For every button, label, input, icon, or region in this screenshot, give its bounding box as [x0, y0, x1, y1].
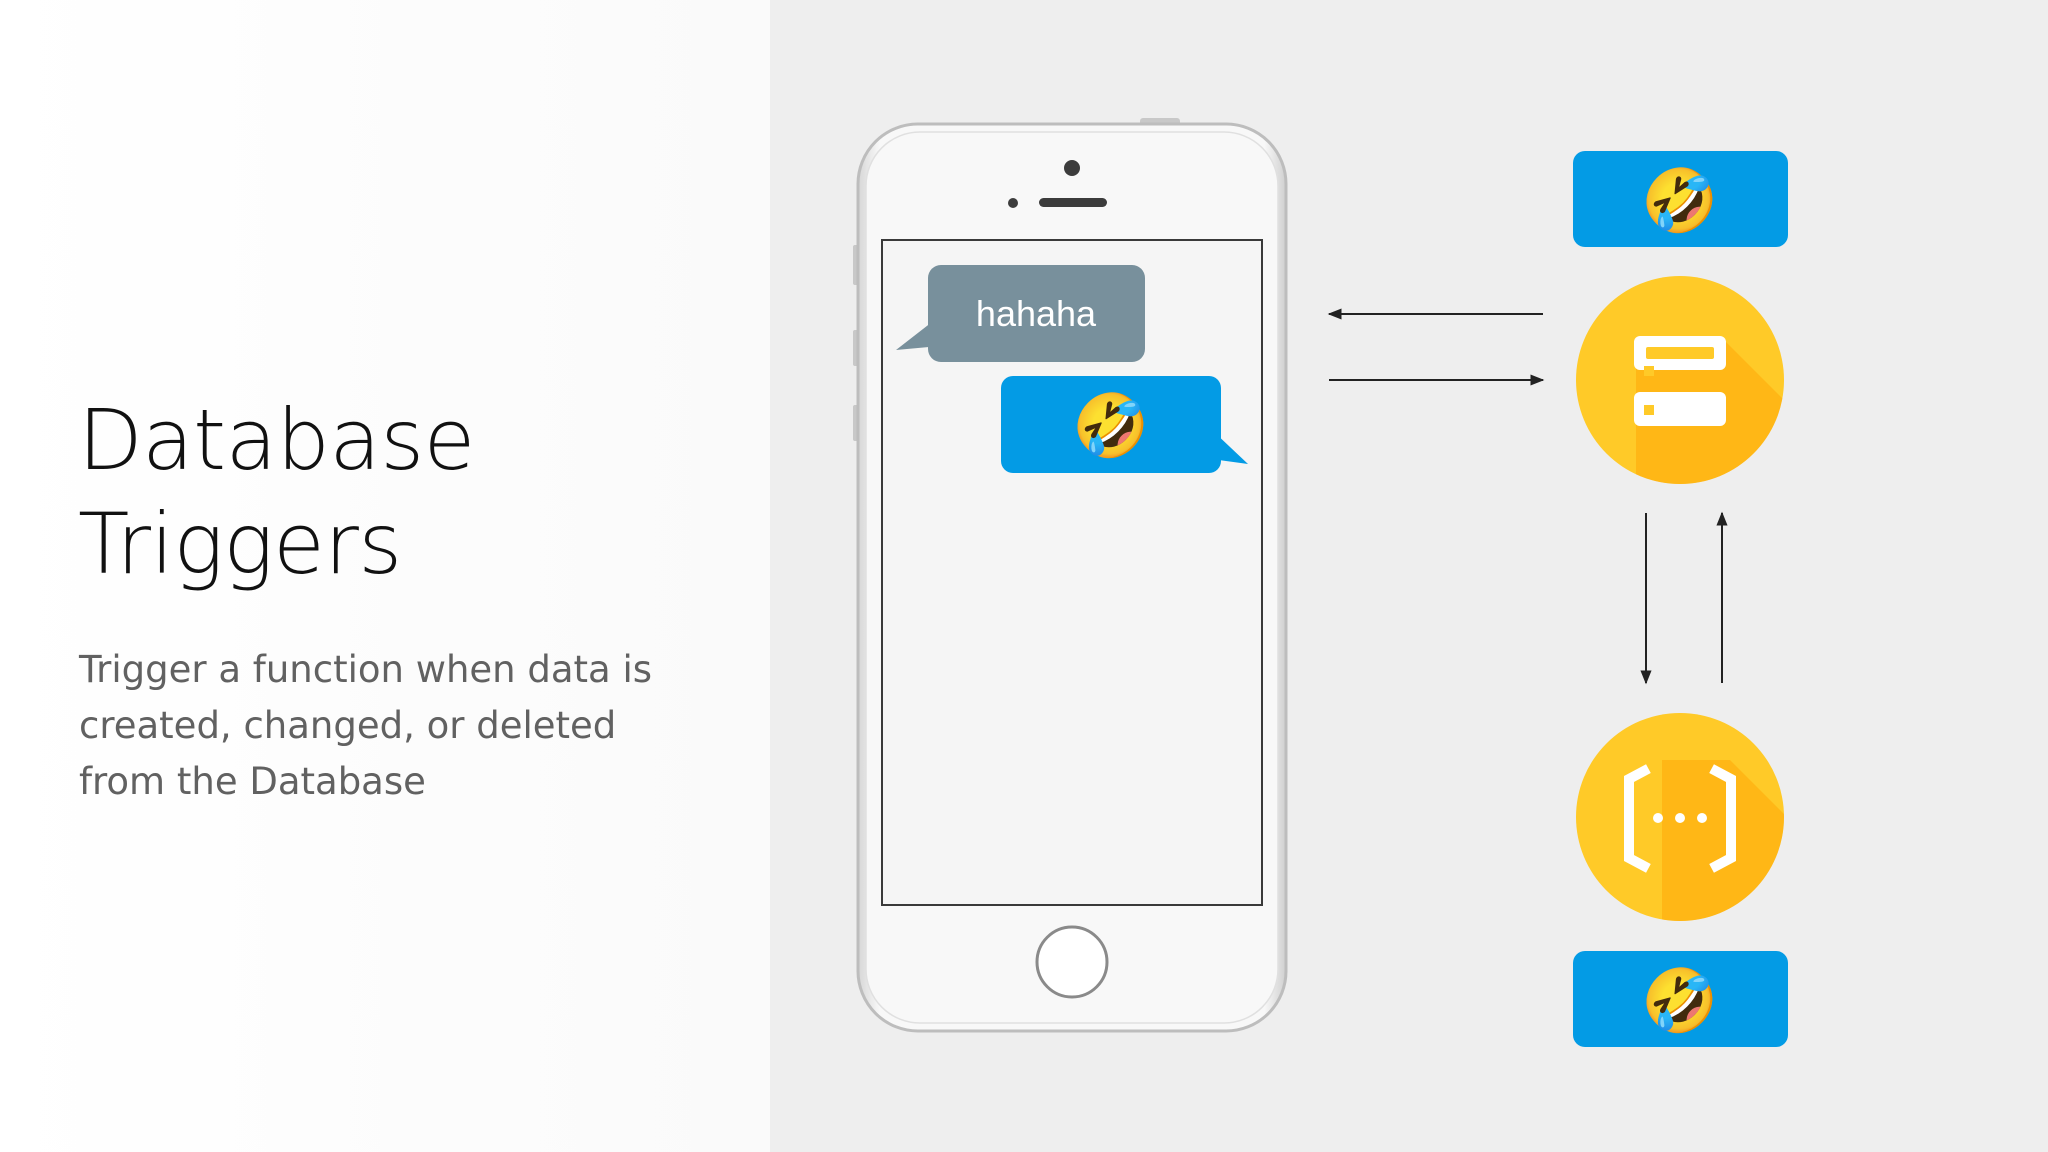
slide-subtitle: Trigger a function when data is created,…: [79, 648, 653, 803]
function-payload-emoji: 🤣: [1639, 965, 1718, 1040]
received-message-bubble: hahaha: [896, 265, 1145, 362]
phone-sensor: [1008, 198, 1018, 208]
sent-message-emoji: 🤣: [1070, 390, 1149, 465]
phone-device: [853, 118, 1288, 1033]
function-node: [1576, 713, 1784, 921]
phone-home-button: [1035, 925, 1109, 999]
slide-title: Database Triggers: [78, 388, 475, 596]
received-message-text: hahaha: [976, 293, 1097, 334]
left-panel: Database Triggers Trigger a function whe…: [0, 0, 770, 1152]
phone-camera: [1064, 160, 1080, 176]
database-node: [1576, 276, 1784, 484]
database-payload-bubble: 🤣: [1573, 151, 1788, 247]
database-payload-emoji: 🤣: [1639, 165, 1718, 240]
cloud-functions-icon: [1624, 764, 1736, 873]
database-server-icon: [1634, 336, 1726, 426]
title-line-2: Triggers: [78, 495, 402, 593]
function-payload-bubble: 🤣: [1573, 951, 1788, 1047]
title-line-1: Database: [78, 391, 475, 489]
sent-message-bubble: 🤣: [1001, 376, 1248, 473]
phone-speaker: [1039, 198, 1107, 207]
